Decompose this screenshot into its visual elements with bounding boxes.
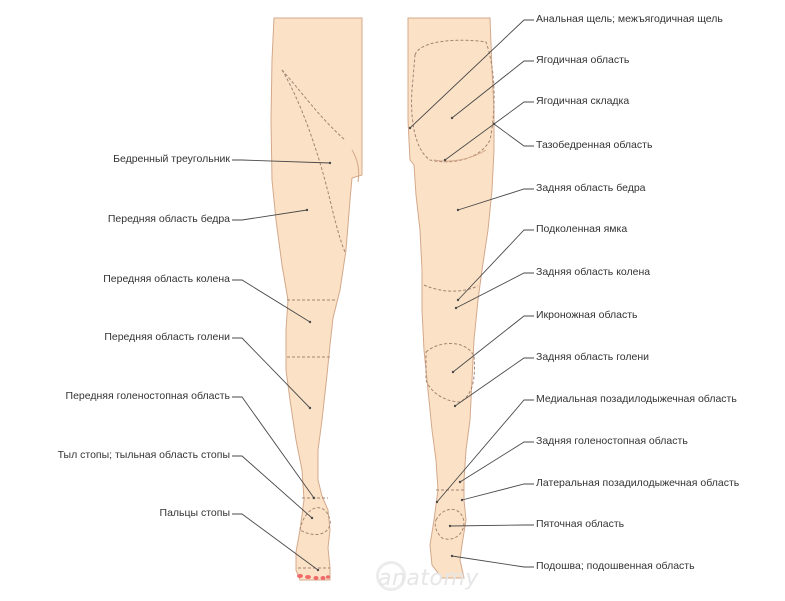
label-posterior-leg: Задняя область голени [536,351,649,364]
label-posterior-thigh: Задняя область бедра [536,182,646,195]
label-gluteal-region: Ягодичная область [536,54,629,67]
leader-popliteal-fossa-dot [457,299,459,301]
leader-anal-cleft-dot [409,127,411,129]
posterior-leg [408,18,494,578]
label-anterior-leg: Передняя область голени [104,331,230,344]
leader-femoral-triangle-dot [329,162,331,164]
leader-gluteal-region-dot [451,117,453,119]
leader-anterior-knee-dot [309,321,311,323]
leader-posterior-ankle-dot [459,481,461,483]
watermark-text: anatomy [378,566,479,591]
leader-hip-region-dot [493,123,495,125]
label-femoral-triangle: Бедренный треугольник [113,153,230,166]
label-anterior-ankle: Передняя голеностопная область [66,390,230,403]
label-anterior-thigh: Передняя область бедра [108,213,230,226]
label-posterior-knee: Задняя область колена [536,266,650,279]
label-dorsum-foot: Тыл стопы; тыльная область стопы [58,449,230,462]
label-sural-region: Икроножная область [536,309,637,322]
leader-medial-retromalleolar-dot [436,501,438,503]
leader-lateral-retromalleolar [462,484,534,500]
posterior-leg-outline [408,18,494,578]
label-sole: Подошва; подошвенная область [536,560,695,573]
label-heel-region: Пяточная область [536,518,624,531]
leader-anterior-thigh-dot [306,209,308,211]
leader-dorsum-foot-dot [311,517,313,519]
leader-sural-region-dot [452,371,454,373]
label-anal-cleft: Анальная щель; межъягодичная щель [536,13,723,26]
leader-lateral-retromalleolar-dot [461,499,463,501]
leader-heel-region-dot [449,525,451,527]
leader-posterior-thigh-dot [457,209,459,211]
leader-toes-dot [317,569,319,571]
label-toes: Пальцы стопы [160,507,230,520]
label-posterior-ankle: Задняя голеностопная область [536,435,688,448]
leader-hip-region [494,124,534,146]
leader-sole-dot [451,555,453,557]
leader-dorsum-foot [232,456,312,518]
label-medial-retromalleolar: Медиальная позадилодыжечная область [536,393,737,406]
anterior-leg-outline [271,18,362,580]
label-hip-region: Тазобедренная область [536,139,652,152]
leader-gluteal-fold-dot [444,159,446,161]
label-popliteal-fossa: Подколенная ямка [536,223,627,236]
label-anterior-knee: Передняя область колена [103,273,230,286]
leader-posterior-leg-dot [454,405,456,407]
label-lateral-retromalleolar: Латеральная позадилодыжечная область [536,477,739,490]
leader-posterior-knee-dot [455,307,457,309]
label-gluteal-fold: Ягодичная складка [536,95,629,108]
leader-anterior-leg-dot [309,407,311,409]
leader-anterior-ankle-dot [313,497,315,499]
anterior-leg [271,18,362,580]
